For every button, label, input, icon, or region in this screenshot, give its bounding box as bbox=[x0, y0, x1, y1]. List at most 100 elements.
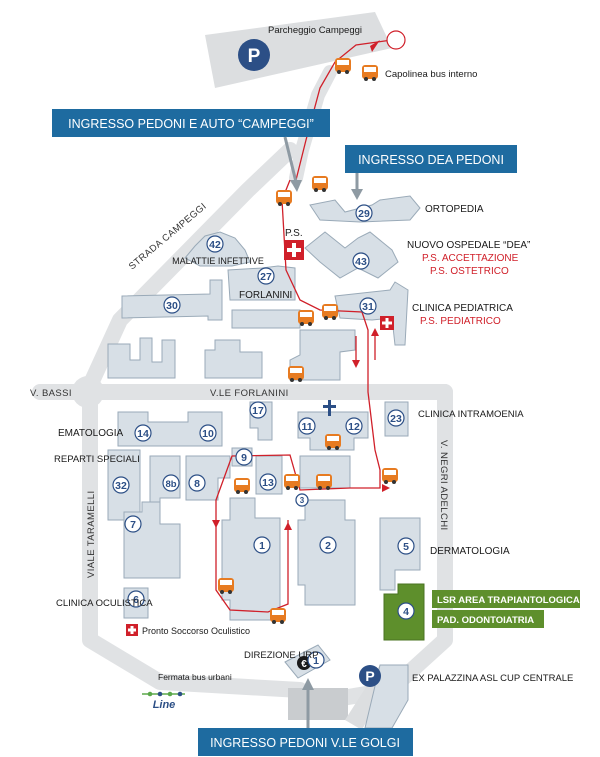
arrowhead-grey bbox=[302, 678, 314, 690]
bus-icon bbox=[218, 578, 234, 594]
label-ps-accettazione: P.S. ACCETTAZIONE bbox=[422, 253, 519, 264]
street-taramelli: VIALE TARAMELLI bbox=[86, 491, 97, 579]
pediatric-cross-icon bbox=[380, 316, 394, 330]
building-number: 9 bbox=[235, 448, 253, 466]
label-direzione-urp: DIREZIONE URP bbox=[244, 650, 318, 661]
bus-route-arrows bbox=[212, 40, 390, 530]
building-number: 1 bbox=[253, 536, 271, 554]
arrowhead-down bbox=[352, 360, 360, 368]
bus-icon bbox=[362, 65, 378, 81]
label-ps-ostetrico: P.S. OSTETRICO bbox=[430, 266, 509, 277]
label-ortopedia: ORTOPEDIA bbox=[425, 204, 484, 215]
arrowhead-grey bbox=[290, 180, 302, 192]
bus-route-main bbox=[215, 179, 381, 613]
svg-text:30: 30 bbox=[166, 300, 178, 312]
svg-text:29: 29 bbox=[358, 208, 370, 220]
building-mid-left-a bbox=[107, 337, 176, 379]
svg-text:3: 3 bbox=[300, 496, 305, 505]
label-clinica-intramoenia: CLINICA INTRAMOENIA bbox=[418, 409, 524, 420]
building-number: 8 bbox=[188, 474, 206, 492]
parking-symbol: P bbox=[248, 46, 261, 67]
label-ex-palazzina: EX PALAZZINA ASL CUP CENTRALE bbox=[412, 673, 573, 684]
svg-text:4: 4 bbox=[403, 606, 409, 618]
label-ematologia: EMATOLOGIA bbox=[58, 428, 124, 439]
parking-symbol: P bbox=[365, 668, 374, 684]
euro-symbol: € bbox=[301, 659, 307, 670]
svg-text:1: 1 bbox=[259, 540, 265, 552]
building-numbers: 29 43 42 27 30 31 17 11 12 23 14 10 9 32… bbox=[112, 204, 415, 669]
label-fermata-bus: Fermata bus urbani bbox=[158, 672, 232, 682]
building-number: 7 bbox=[124, 515, 142, 533]
bus-icon bbox=[382, 468, 398, 484]
parking-icon-golgi bbox=[359, 665, 381, 687]
street-v-bassi: V. BASSI bbox=[30, 388, 72, 399]
bus-icon bbox=[325, 434, 341, 450]
svg-text:42: 42 bbox=[209, 239, 221, 251]
line-logo-text: Line bbox=[153, 699, 176, 711]
building-number: 5 bbox=[397, 537, 415, 555]
building-1 bbox=[221, 497, 281, 621]
building-number: 29 bbox=[355, 204, 373, 222]
svg-text:14: 14 bbox=[137, 428, 149, 440]
svg-text:7: 7 bbox=[130, 519, 136, 531]
building-number: 4 bbox=[397, 602, 415, 620]
building-number: 32 bbox=[112, 476, 130, 494]
label-parcheggio-campeggi: Parcheggio Campeggi bbox=[268, 25, 362, 36]
label-forlanini: FORLANINI bbox=[239, 290, 292, 301]
label-pronto-soccorso-oculistico: Pronto Soccorso Oculistico bbox=[142, 626, 250, 636]
building-number: 2 bbox=[319, 536, 337, 554]
bus-route bbox=[215, 39, 393, 613]
building-number: 13 bbox=[259, 473, 277, 491]
road-strada-campeggi bbox=[80, 142, 298, 398]
buildings-layer bbox=[107, 195, 425, 729]
label-malattie-infettive-text: MALATTIE INFETTIVE bbox=[172, 256, 264, 266]
svg-text:31: 31 bbox=[362, 301, 374, 313]
svg-text:12: 12 bbox=[348, 421, 360, 433]
building-number: 6 bbox=[127, 590, 145, 608]
parking-icon-campeggi bbox=[238, 39, 270, 71]
svg-text:6: 6 bbox=[133, 594, 139, 606]
bus-icon bbox=[270, 608, 286, 624]
banner-dea: INGRESSO DEA PEDONI bbox=[358, 153, 504, 167]
building-number: 10 bbox=[199, 424, 217, 442]
banner-campeggi-bg bbox=[52, 109, 330, 137]
svg-text:13: 13 bbox=[262, 477, 274, 489]
building-number: 27 bbox=[257, 267, 275, 285]
label-reparti-speciali: REPARTI SPECIALI bbox=[54, 454, 140, 465]
svg-text:27: 27 bbox=[260, 271, 272, 283]
church-cross-icon bbox=[323, 400, 336, 416]
oculistic-cross-icon bbox=[126, 624, 138, 636]
bus-icon bbox=[234, 478, 250, 494]
svg-text:1: 1 bbox=[313, 655, 319, 667]
arrowhead-up bbox=[371, 328, 379, 336]
building-number: 14 bbox=[134, 424, 152, 442]
building-number: 11 bbox=[298, 417, 316, 435]
svg-text:43: 43 bbox=[355, 256, 367, 268]
arrowhead-left-down bbox=[212, 520, 220, 528]
svg-text:9: 9 bbox=[241, 452, 247, 464]
label-malattie-infettive: MALATTIE INFETTIVE bbox=[172, 256, 264, 266]
building-forlanini-annex bbox=[231, 309, 301, 329]
svg-text:8b: 8b bbox=[165, 479, 176, 490]
bus-icon bbox=[316, 474, 332, 490]
lsr-label-bg bbox=[432, 590, 580, 608]
label-capolinea: Capolinea bus interno bbox=[385, 69, 477, 80]
roundabout bbox=[72, 376, 104, 408]
golgi-entrance-area bbox=[288, 688, 348, 720]
arrowhead-left-up bbox=[284, 522, 292, 530]
turnaround-circle bbox=[386, 30, 406, 50]
building-number: 43 bbox=[352, 252, 370, 270]
bus-icon bbox=[298, 310, 314, 326]
building-7 bbox=[123, 501, 181, 579]
building-number: 3 bbox=[295, 493, 309, 507]
building-number: 31 bbox=[359, 297, 377, 315]
svg-text:17: 17 bbox=[252, 405, 264, 417]
bus-icons bbox=[218, 58, 398, 624]
svg-text:5: 5 bbox=[403, 541, 409, 553]
label-ps: P.S. bbox=[285, 228, 303, 239]
label-nuovo-ospedale: NUOVO OSPEDALE “DEA” bbox=[407, 240, 530, 251]
building-number: 30 bbox=[163, 296, 181, 314]
banner-campeggi: INGRESSO PEDONI E AUTO “CAMPEGGI” bbox=[68, 117, 314, 131]
building-mid-left-b bbox=[204, 339, 263, 379]
